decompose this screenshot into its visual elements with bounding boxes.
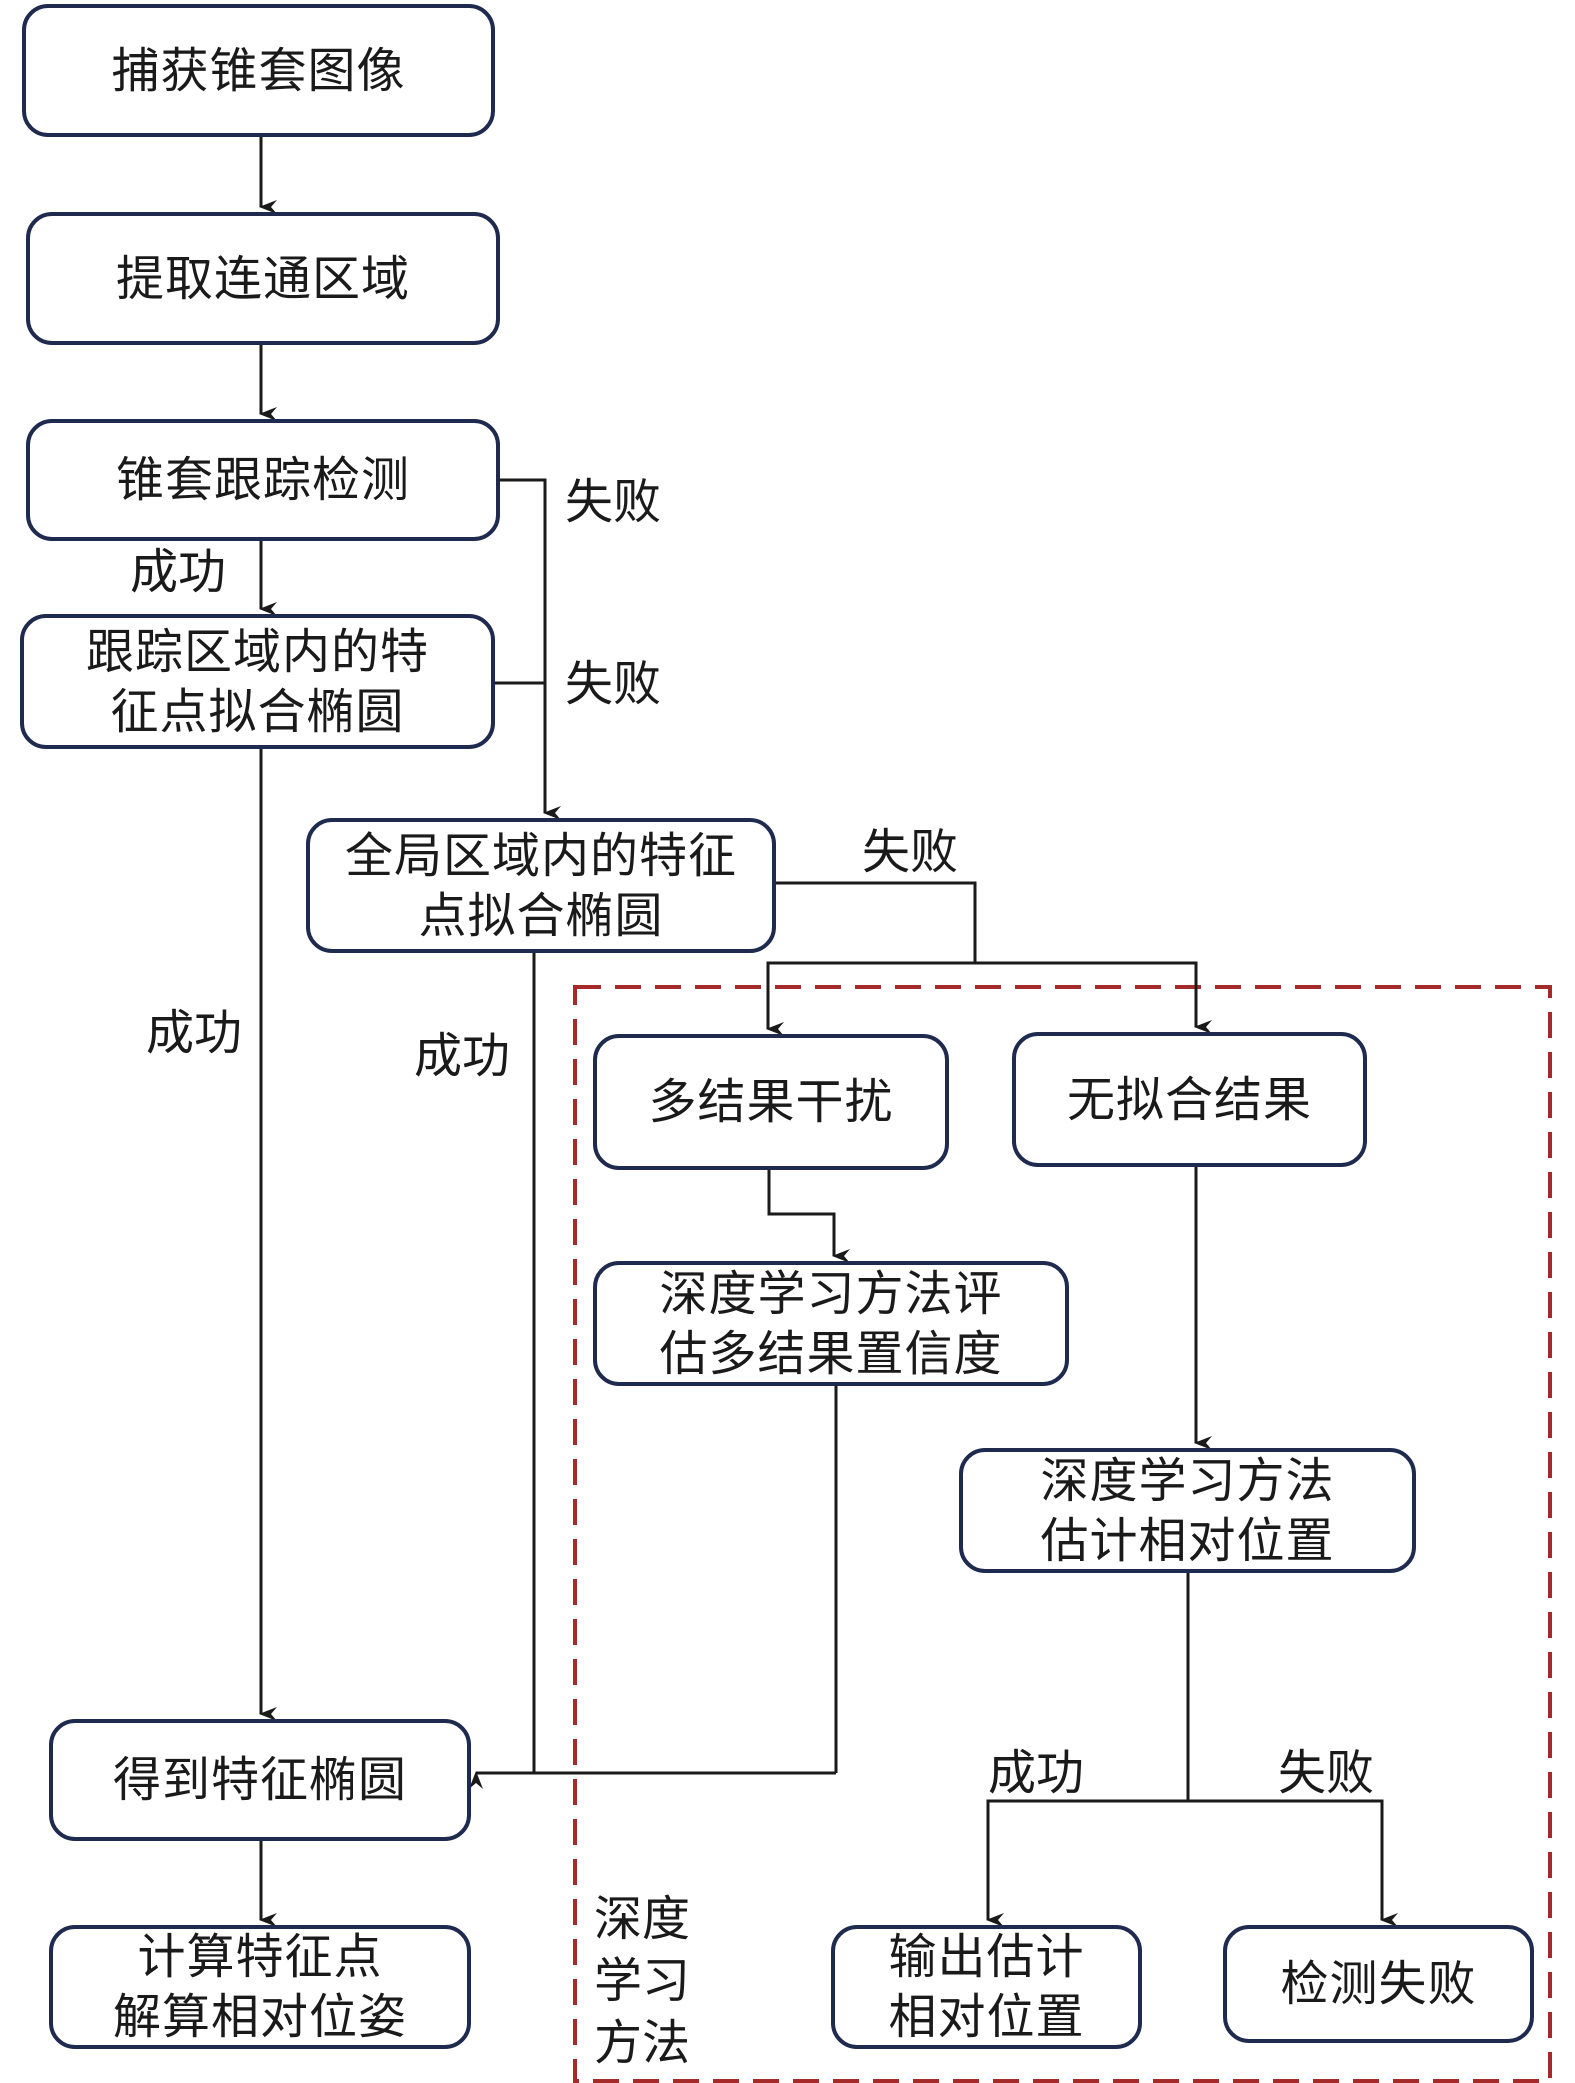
node-get-ellipse: 得到特征椭圆 xyxy=(49,1719,471,1841)
node-label: 捕获锥套图像 xyxy=(111,42,406,99)
edge-multi-dlconf xyxy=(767,1170,850,1263)
deep-learning-region xyxy=(573,985,1552,2083)
label-dl-success: 成功 xyxy=(988,1745,1085,1801)
node-label: 多结果干扰 xyxy=(648,1074,894,1130)
node-compute-pose: 计算特征点 解算相对位姿 xyxy=(49,1925,471,2049)
edge-split-nofit xyxy=(975,961,1212,1034)
node-label: 无拟合结果 xyxy=(1066,1071,1312,1128)
node-fit-track-ellipse: 跟踪区域内的特 征点拟合椭圆 xyxy=(20,614,495,749)
node-no-fit-result: 无拟合结果 xyxy=(1012,1032,1367,1167)
node-capture-image: 捕获锥套图像 xyxy=(22,4,495,137)
node-label: 检测失败 xyxy=(1280,1956,1477,2012)
node-fit-global-ellipse: 全局区域内的特征 点拟合椭圆 xyxy=(306,818,776,953)
node-label: 提取连通区域 xyxy=(115,250,410,307)
edge-split-multi xyxy=(766,961,975,1036)
node-label: 全局区域内的特征 点拟合椭圆 xyxy=(344,827,737,944)
node-multi-result: 多结果干扰 xyxy=(593,1034,949,1170)
edge-dl-fail xyxy=(1188,1799,1398,1927)
label-track-fail: 失败 xyxy=(565,474,662,530)
node-detect-fail: 检测失败 xyxy=(1223,1925,1534,2043)
label-fitglobal-success: 成功 xyxy=(414,1028,511,1084)
label-fittrack-success: 成功 xyxy=(146,1005,243,1061)
node-label: 锥套跟踪检测 xyxy=(115,452,410,508)
label-fitglobal-fail: 失败 xyxy=(862,824,959,880)
node-label: 输出估计 相对位置 xyxy=(888,1929,1085,2045)
node-track-detect: 锥套跟踪检测 xyxy=(26,419,500,541)
node-extract-region: 提取连通区域 xyxy=(26,212,500,345)
node-label: 得到特征椭圆 xyxy=(112,1752,407,1808)
node-output-position: 输出估计 相对位置 xyxy=(831,1925,1142,2049)
label-track-success: 成功 xyxy=(130,544,227,600)
label-fittrack-fail: 失败 xyxy=(565,656,662,712)
node-dl-estimate: 深度学习方法 估计相对位置 xyxy=(959,1448,1416,1573)
node-label: 深度学习方法评 估多结果置信度 xyxy=(659,1265,1003,1382)
node-label: 计算特征点 解算相对位姿 xyxy=(112,1929,407,2045)
edge-fitglobal-fail xyxy=(776,881,977,963)
node-label: 跟踪区域内的特 征点拟合椭圆 xyxy=(85,623,429,740)
edge-dl-success xyxy=(986,1799,1188,1927)
node-dl-confidence: 深度学习方法评 估多结果置信度 xyxy=(593,1261,1069,1386)
edge-track-fail xyxy=(500,478,561,820)
label-deep-learning-region: 深度 学习 方法 xyxy=(594,1891,691,2071)
node-label: 深度学习方法 估计相对位置 xyxy=(1040,1452,1335,1569)
label-dl-fail: 失败 xyxy=(1278,1745,1375,1801)
